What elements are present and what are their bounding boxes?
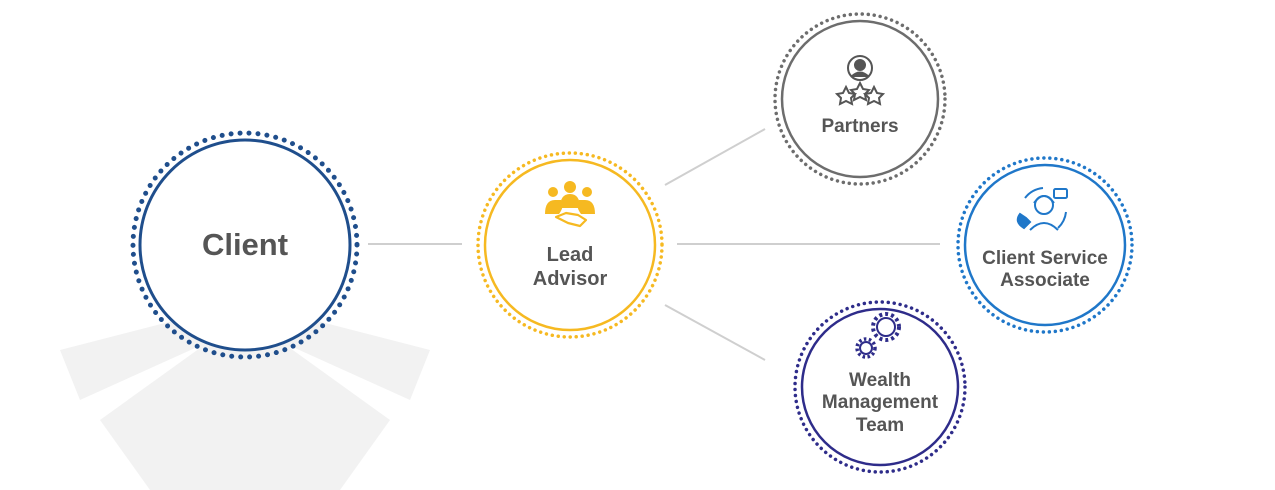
lead-advisor-label-line2: Advisor	[532, 267, 608, 290]
gears-icon	[855, 312, 901, 359]
lead-advisor-label-line1: Lead	[546, 244, 594, 266]
csa-label-line1: Client Service	[982, 248, 1108, 269]
wealth-management-team-node	[793, 300, 967, 474]
person-rating-stars-icon	[834, 55, 886, 106]
csa-label-line2: Associate	[1000, 270, 1090, 292]
wmt-label-line3: Team	[855, 414, 905, 436]
wmt-label-line2: Management	[821, 392, 939, 414]
client-service-associate-node	[956, 156, 1134, 334]
connectors	[368, 128, 940, 361]
client-label: Client	[145, 227, 345, 264]
partners-node	[773, 12, 947, 186]
connector-lead-wmt	[664, 304, 766, 361]
wealth-management-team-label: Wealth Management Team	[810, 370, 950, 437]
partners-label-text: Partners	[821, 116, 899, 137]
partners-label: Partners	[790, 116, 930, 138]
wmt-label-line1: Wealth	[849, 370, 911, 391]
client-service-associate-label: Client Service Associate	[965, 248, 1125, 293]
connector-lead-partners	[664, 128, 766, 186]
client-node	[130, 130, 360, 360]
lead-advisor-label: Lead Advisor	[500, 244, 640, 291]
team-handshake-icon	[545, 181, 595, 228]
lead-advisor-node	[476, 151, 664, 339]
support-agent-headset-icon	[1016, 187, 1068, 231]
client-label-text: Client	[201, 227, 289, 262]
